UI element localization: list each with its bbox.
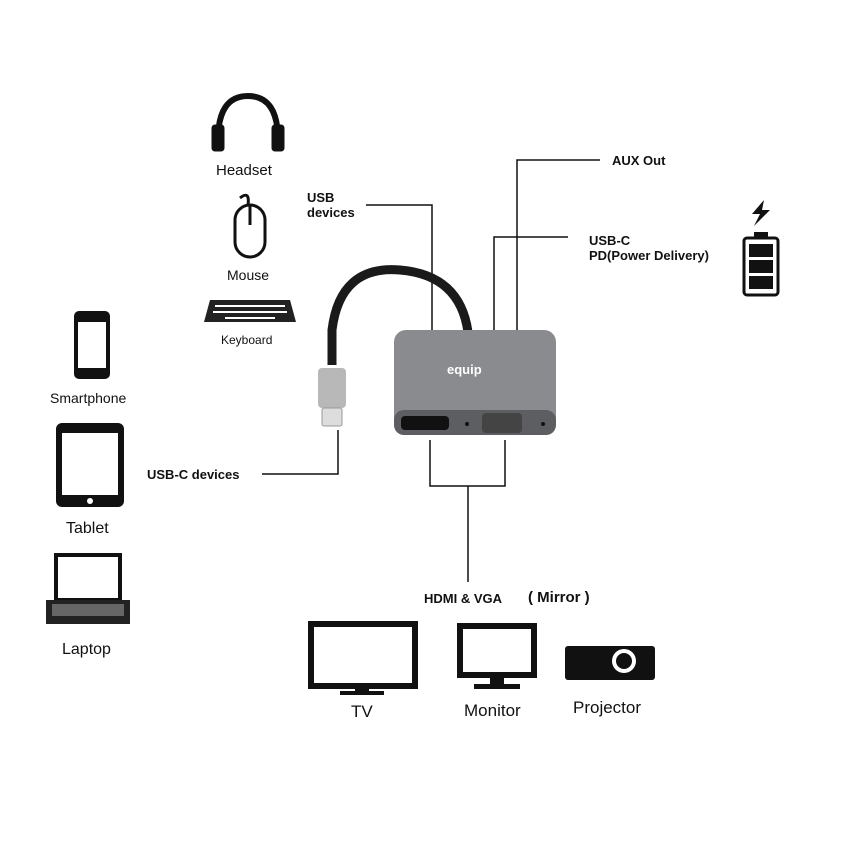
tv-icon [308,621,418,695]
projector-label: Projector [573,698,642,717]
connector-lines [262,159,600,582]
pd-label-line1: USB-C [589,233,631,248]
tablet-icon [56,423,124,507]
adapter-body [394,330,556,435]
usb-c-plug [318,368,346,427]
laptop-icon [46,553,130,624]
headset-icon [211,92,285,152]
aux-out-label: AUX Out [612,153,666,168]
tv-label: TV [351,702,373,721]
hdmi-vga-label: HDMI & VGA [424,591,502,606]
keyboard-label: Keyboard [221,333,273,347]
mirror-label: ( Mirror ) [528,589,590,606]
usb-devices-label: USB devices [307,190,355,220]
lightning-icon [752,200,770,226]
usb-c-cable [327,265,473,365]
power-delivery-label: USB-C PD(Power Delivery) [589,233,709,263]
brand-logo: equip [447,362,482,377]
monitor-label: Monitor [464,701,521,720]
smartphone-label: Smartphone [50,390,127,406]
projector-icon [565,646,655,680]
battery-icon [742,232,780,297]
smartphone-icon [74,311,110,379]
mouse-icon [233,193,267,259]
keyboard-icon [204,300,296,322]
laptop-label: Laptop [62,641,111,658]
usb-c-devices-label: USB-C devices [147,467,240,482]
tablet-label: Tablet [66,520,109,537]
mouse-label: Mouse [227,267,270,283]
usb-label-line2: devices [307,205,355,220]
headset-label: Headset [216,162,272,179]
usb-label-line1: USB [307,190,335,205]
pd-label-line2: PD(Power Delivery) [589,248,709,263]
monitor-icon [457,623,537,689]
